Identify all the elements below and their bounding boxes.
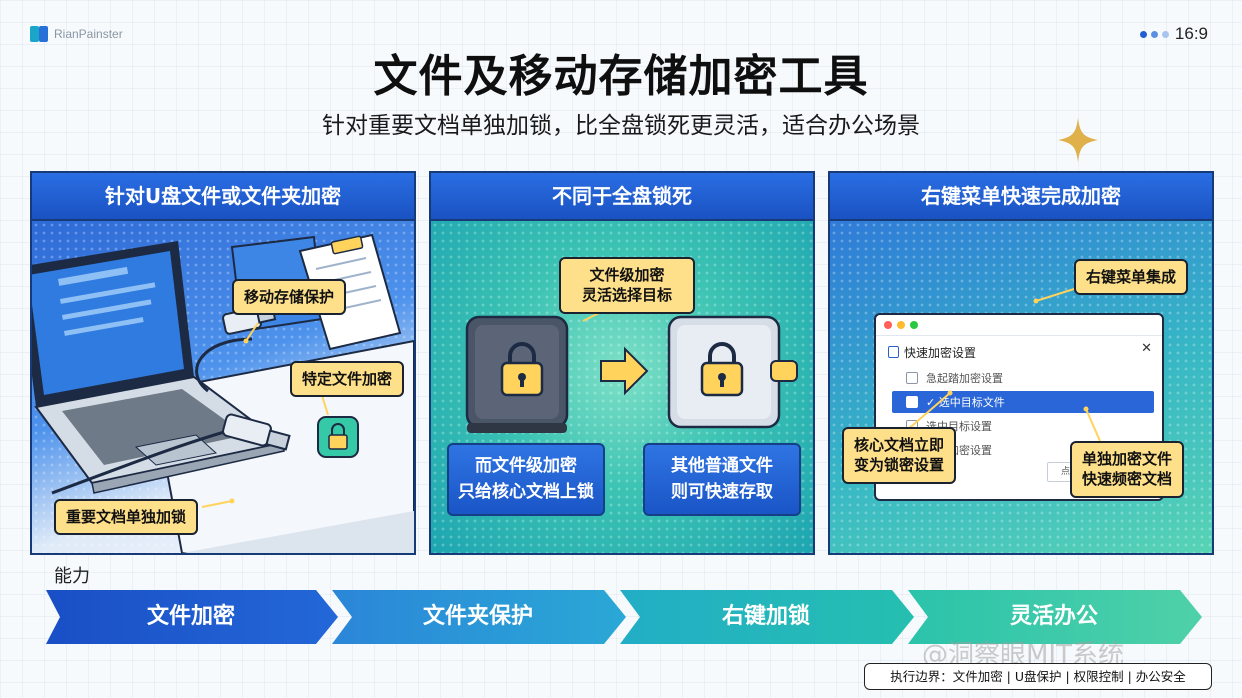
- box-line: 其他普通文件: [671, 456, 773, 476]
- menu-item-label: 急起踏加密设置: [926, 372, 1003, 385]
- window-titlebar: [876, 315, 1162, 336]
- page-title: 文件及移动存储加密工具: [373, 51, 869, 102]
- panel-heading: 右键菜单快速完成加密: [830, 173, 1212, 221]
- aspect-ratio-text: 16:9: [1174, 24, 1208, 43]
- padlock-icon: [500, 342, 544, 397]
- panel-illustration: 移动存储保护 特定文件加密 重要文档单独加锁: [32, 221, 414, 553]
- menu-item-label: ✓ 选中目标文件: [926, 396, 1005, 409]
- box-file-level-encrypt: 而文件级加密 只给核心文档上锁: [447, 443, 605, 516]
- box-line: 而文件级加密: [475, 456, 577, 476]
- dialog-title: 快速加密设置: [904, 346, 977, 360]
- callout-single-file: 单独加密文件 快速频密文档: [1070, 441, 1185, 498]
- capability-folder-protect: 文件夹保护: [422, 604, 533, 629]
- callout-line: 变为锁密设置: [854, 456, 945, 475]
- box-line: 只给核心文档上锁: [458, 482, 594, 503]
- aspect-ratio-indicator: 16:9: [1139, 24, 1208, 44]
- panel-usb-encryption: 针对U盘文件或文件夹加密: [30, 171, 416, 555]
- sparkle-icon: [1058, 118, 1098, 162]
- dialog-icon: [888, 346, 899, 358]
- panel-illustration: 文件级加密 灵活选择目标 而文件级加密 只给核心文档上锁 其他普通文件 则可快速…: [431, 221, 813, 553]
- callout-line: 文件级加密: [589, 266, 665, 284]
- callout-line: 单独加密文件: [1082, 450, 1173, 468]
- capability-right-click-lock: 右键加锁: [721, 604, 810, 629]
- panel-heading: 针对U盘文件或文件夹加密: [32, 173, 414, 221]
- menu-item-selected[interactable]: ✓ 选中目标文件: [892, 391, 1154, 413]
- execution-boundary-badge: 执行边界：文件加密 | U盘保护 | 权限控制 | 办公安全: [864, 663, 1212, 690]
- chevron-flexible-office: [908, 590, 1202, 644]
- menu-item[interactable]: 急起踏加密设置: [892, 367, 1154, 389]
- panel-not-full-disk: 不同于全盘锁死 文件级加密 灵活选择目标: [429, 171, 815, 555]
- callout-important-doc: 重要文档单独加锁: [54, 499, 199, 536]
- brand-logo: RianPainster: [30, 26, 123, 42]
- box-normal-files: 其他普通文件 则可快速存取: [643, 443, 801, 516]
- callout-line: 快速频密文档: [1082, 470, 1173, 489]
- book-icon: [30, 26, 48, 42]
- callout-line: 灵活选择目标: [581, 286, 672, 305]
- callout-file-level: 文件级加密 灵活选择目标: [559, 257, 695, 314]
- capability-flexible-office: 灵活办公: [1009, 604, 1098, 629]
- capability-file-encrypt: 文件加密: [146, 604, 235, 629]
- capabilities-label: 能力: [54, 566, 90, 587]
- chevron-folder-protect: [332, 590, 626, 644]
- callout-mobile-storage: 移动存储保护: [232, 279, 347, 316]
- panel-context-menu: 右键菜单快速完成加密 快速加密设置 ✕ 急起踏加密设置 ✓ 选中目标文件 选中目…: [828, 171, 1214, 555]
- checkbox[interactable]: [906, 372, 918, 384]
- callout-core-doc: 核心文档立即 变为锁密设置: [842, 427, 957, 484]
- callout-context-menu: 右键菜单集成: [1074, 259, 1189, 296]
- chevron-right-click-lock: [620, 590, 914, 644]
- panel-illustration: 快速加密设置 ✕ 急起踏加密设置 ✓ 选中目标文件 选中目标设置 选中加密设置 …: [830, 221, 1212, 553]
- page-subtitle: 针对重要文档单独加锁，比全盘锁死更灵活，适合办公场景: [322, 113, 920, 139]
- dots-icon: [1139, 30, 1169, 38]
- callout-specific-file: 特定文件加密: [290, 361, 405, 398]
- checkbox[interactable]: [906, 396, 918, 408]
- brand-name: RianPainster: [54, 27, 123, 41]
- chevron-file-encrypt: [46, 590, 338, 644]
- padlock-icon: [700, 342, 744, 397]
- capability-chevrons: [46, 590, 1202, 644]
- callout-line: 核心文档立即: [854, 436, 945, 454]
- box-line: 则可快速存取: [671, 482, 773, 503]
- close-icon[interactable]: ✕: [1141, 341, 1152, 356]
- panel-heading: 不同于全盘锁死: [431, 173, 813, 221]
